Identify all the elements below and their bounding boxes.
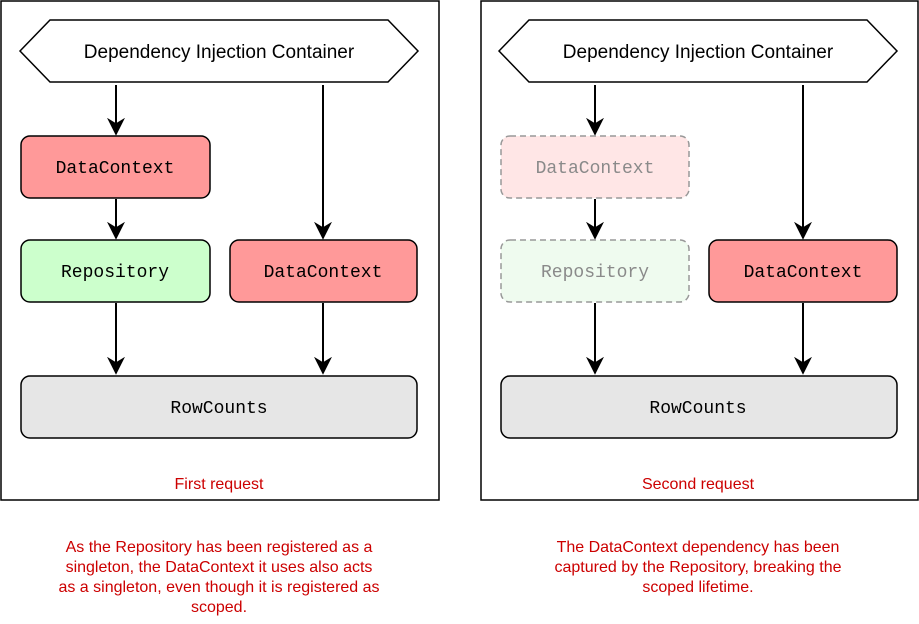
rowcounts-label: RowCounts [649,399,746,419]
captured-dependency-caption: The DataContext dependency has been capt… [554,539,842,596]
repository-label: Repository [61,263,169,283]
rowcounts-box [20,375,418,439]
rowcounts-box [500,375,898,439]
first-request-frame [0,0,440,501]
repository-box [20,239,211,303]
di-container-shape [497,19,899,83]
di-container-label: Dependency Injection Container [563,42,834,63]
di-container-shape [18,19,420,83]
first-request-panel: Dependency Injection Container DataConte… [0,0,440,501]
datacontext-box [20,135,211,199]
captured-datacontext-box [500,135,690,199]
datacontext-scoped-label: DataContext [264,263,383,283]
captured-datacontext-label: DataContext [536,159,655,179]
di-container-label: Dependency Injection Container [84,42,355,63]
singleton-repository-box [500,239,690,303]
first-request-label: First request [175,476,264,493]
second-request-panel: Dependency Injection Container DataConte… [480,0,919,501]
datacontext-scoped-box [708,239,898,303]
singleton-repository-label: Repository [541,263,649,283]
datacontext-scoped-label: DataContext [744,263,863,283]
datacontext-label: DataContext [56,159,175,179]
datacontext-scoped-box [229,239,418,303]
singleton-explanation-caption: As the Repository has been registered as… [58,539,380,616]
second-request-label: Second request [642,476,755,493]
rowcounts-label: RowCounts [170,399,267,419]
second-request-frame [480,0,919,501]
